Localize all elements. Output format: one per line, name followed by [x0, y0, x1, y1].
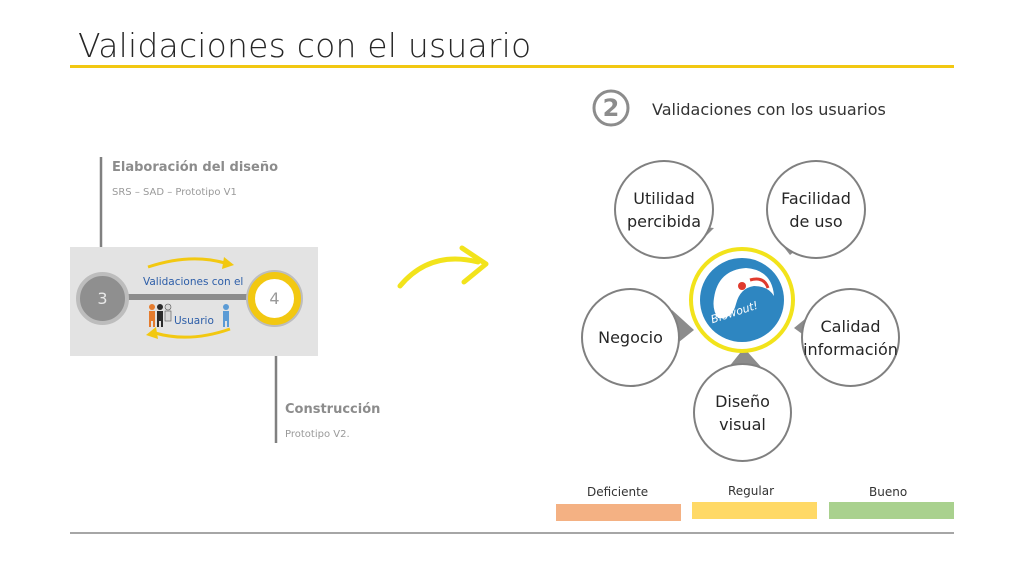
cycle-arrow-top: [147, 257, 226, 269]
bubble-facilidad-line1: Facilidad: [781, 188, 851, 208]
bubble-diseno-line2: visual: [719, 414, 766, 434]
validation-label: Validaciones con el: [143, 276, 244, 288]
legend-deficiente-label: Deficiente: [587, 485, 649, 499]
bubble-utilidad-line1: Utilidad: [633, 188, 695, 208]
bubble-calidad-line2: información: [803, 339, 898, 359]
step-2-badge: [592, 89, 630, 127]
validation-heading: Validaciones con los usuarios: [652, 100, 886, 119]
construction-phase-title: Construcción: [285, 402, 381, 417]
bubble-calidad-line1: Calidad: [820, 316, 881, 336]
bubble-diseno-line1: Diseño: [715, 391, 770, 411]
step-4-number: 4: [269, 289, 280, 308]
bubble-utilidad-percibida: Utilidad percibida: [614, 160, 714, 259]
design-phase-title: Elaboración del diseño: [112, 160, 279, 175]
step-3-number: 3: [97, 289, 108, 308]
design-phase-subtitle: SRS – SAD – Prototipo V1: [112, 187, 237, 198]
user-icon: [223, 304, 229, 327]
bubble-negocio-label: Negocio: [598, 328, 663, 347]
validation-panel-graphics: [122, 257, 252, 339]
transition-arrow-icon: [397, 245, 489, 289]
construction-phase-subtitle: Prototipo V2.: [285, 429, 350, 440]
cycle-arrow-bottom: [154, 327, 231, 339]
bubble-facilidad-de-uso: Facilidad de uso: [766, 160, 866, 259]
step-2-number: 2: [602, 94, 620, 122]
blowout-logo: [689, 247, 795, 353]
people-icon: [149, 303, 172, 327]
user-label: Usuario: [174, 315, 214, 327]
legend-bueno-label: Bueno: [869, 485, 908, 499]
legend-bueno-bar: [829, 502, 954, 519]
bubble-utilidad-line2: percibida: [626, 211, 702, 231]
bubble-negocio: Negocio: [581, 288, 680, 387]
bubble-facilidad-line2: de uso: [789, 211, 843, 231]
title-underline: [70, 65, 954, 68]
footer-rule: [70, 532, 954, 534]
step-3-circle: 3: [76, 272, 129, 325]
legend-regular-bar: [692, 502, 817, 519]
step-4-circle: 4: [248, 272, 301, 325]
legend-regular-label: Regular: [728, 484, 775, 498]
slide-title: Validaciones con el usuario: [78, 26, 532, 65]
legend-deficiente-bar: [556, 504, 681, 521]
bubble-diseno-visual: Diseño visual: [693, 363, 792, 462]
bubble-calidad-informacion: Calidad información: [801, 288, 900, 387]
